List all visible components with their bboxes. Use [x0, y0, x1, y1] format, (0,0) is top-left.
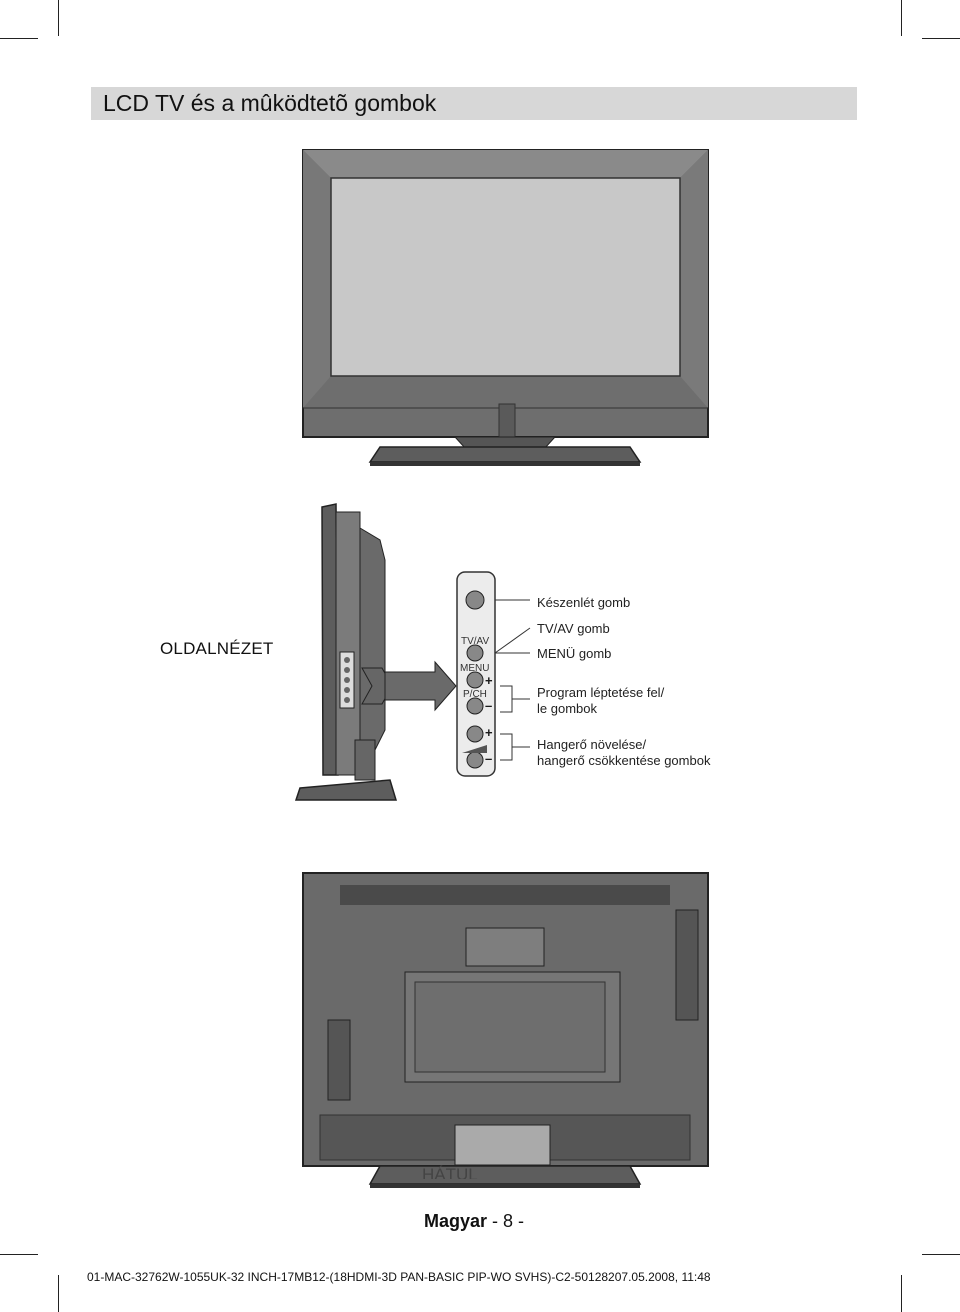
crop-mark [922, 1254, 960, 1255]
panel-label-pch: P/CH [463, 689, 487, 700]
crop-mark [58, 1275, 59, 1312]
crop-mark [922, 38, 960, 39]
standby-button[interactable] [466, 591, 484, 609]
program-plus-sign: + [485, 673, 493, 688]
callout-standby: Készenlét gomb [537, 595, 631, 610]
side-view-label: OLDALNÉZET [160, 639, 274, 658]
crop-mark [0, 38, 38, 39]
crop-mark [0, 1254, 38, 1255]
callout-program: Program léptetése fel/ le gombok [537, 685, 664, 717]
callout-tvav: TV/AV gomb [537, 621, 610, 636]
callout-program-line2: le gombok [537, 701, 597, 716]
callout-menu: MENÜ gomb [537, 646, 612, 661]
crop-mark [58, 0, 59, 36]
menu-button[interactable] [467, 672, 483, 688]
crop-mark [901, 1275, 902, 1312]
section-title: LCD TV és a mûködtetõ gombok [91, 87, 857, 120]
back-view-label: HÁTUL [422, 1165, 478, 1179]
volume-minus-sign: – [485, 751, 493, 766]
volume-down-button[interactable] [467, 752, 483, 768]
tvav-button[interactable] [467, 645, 483, 661]
volume-up-button[interactable] [467, 726, 483, 742]
callout-volume-line1: Hangerő növelése/ [537, 737, 647, 752]
footer-page-number: - 8 - [492, 1211, 525, 1231]
footer-language: Magyar [424, 1211, 488, 1231]
crop-mark [901, 0, 902, 36]
page-footer: Magyar - 8 - [424, 1211, 524, 1232]
program-minus-sign: – [485, 698, 493, 713]
footer-file-info: 01-MAC-32762W-1055UK-32 INCH-17MB12-(18H… [87, 1270, 711, 1284]
program-up-button[interactable] [467, 698, 483, 714]
panel-label-tvav: TV/AV [461, 636, 490, 647]
callout-program-line1: Program léptetése fel/ [537, 685, 665, 700]
callout-volume: Hangerő növelése/ hangerő csökkentése go… [537, 737, 710, 769]
panel-label-menu: MENU [460, 663, 490, 674]
volume-plus-sign: + [485, 725, 493, 740]
callout-volume-line2: hangerő csökkentése gombok [537, 753, 711, 768]
